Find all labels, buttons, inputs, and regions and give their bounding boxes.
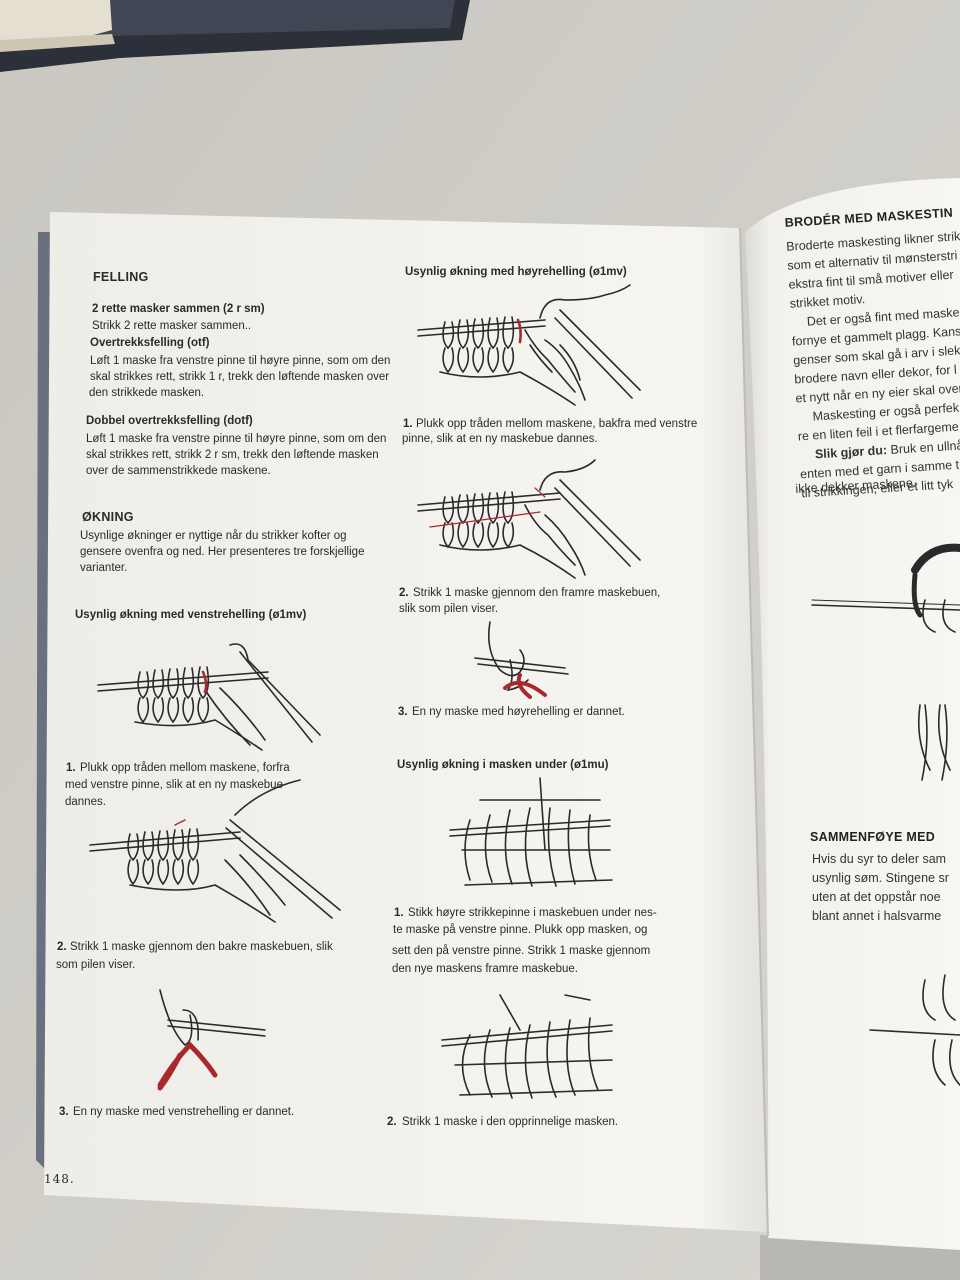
felling-item2-line2: skal strikkes rett, strikk 1 r, trekk de…	[90, 371, 390, 383]
felling-item3-line3: over de sammenstrikkede maskene.	[86, 465, 271, 477]
venstre-step2-line2: som pilen viser.	[56, 959, 136, 971]
hoyre-step1-line1: Plukk opp tråden mellom maskene, bakfra …	[416, 418, 698, 430]
knitting-diagram-under-1	[449, 777, 613, 887]
right-page-section2: SAMMENFØYE MED Hvis du syr to deler sam …	[810, 828, 960, 928]
under-step1-number: 1.	[394, 907, 404, 919]
knitting-diagram-venstre-1	[97, 643, 321, 751]
right-slik-label: Slik gjør du:	[814, 443, 888, 462]
section2-heading: SAMMENFØYE MED	[810, 830, 936, 844]
knitting-diagram-hoyre-2	[417, 459, 641, 579]
hoyre-step1-number: 1.	[403, 418, 413, 430]
section2-line-4: blant annet i halsvarme	[812, 909, 942, 923]
venstre-step1-number: 1.	[66, 762, 76, 774]
section2-line-2: usynlig søm. Stingene sr	[812, 871, 949, 885]
felling-heading: FELLING	[93, 270, 149, 284]
knitting-diagram-venstre-2	[89, 779, 341, 923]
felling-item1-title: 2 rette masker sammen (2 r sm)	[92, 303, 265, 315]
under-step1-line2: te maske på venstre pinne. Plukk opp mas…	[393, 924, 648, 936]
right-page	[745, 178, 960, 1250]
hoyre-step1-line2: pinne, slik at en ny maskebue dannes.	[402, 433, 598, 445]
knitting-diagram-venstre-3	[157, 989, 266, 1091]
felling-item2-line1: Løft 1 maske fra venstre pinne til høyre…	[90, 355, 391, 367]
venstre-step1-line1: Plukk opp tråden mellom maskene, forfra	[80, 762, 290, 774]
hoyre-title: Usynlig økning med høyrehelling (ø1mv)	[405, 266, 627, 278]
hoyre-step3-text: En ny maske med høyrehelling er dannet.	[412, 706, 625, 718]
right-page-intro: BRODÉR MED MASKESTIN Broderte maskesting…	[782, 199, 960, 509]
felling-item2-title: Overtrekksfelling (otf)	[90, 337, 210, 349]
under-step1-line1: Stikk høyre strikkepinne i maskebuen und…	[408, 907, 657, 919]
venstre-step3-number: 3.	[59, 1106, 69, 1118]
under-step1-line4: den nye maskens framre maskebue.	[392, 963, 579, 975]
knitting-diagram-hoyre-1	[417, 284, 641, 406]
felling-item2-line3: den strikkede masken.	[89, 387, 205, 399]
venstre-step1-line2: med venstre pinne, slik at en ny maskebu…	[65, 779, 283, 791]
venstre-step1-line3: dannes.	[65, 796, 106, 808]
hoyre-step2-number: 2.	[399, 587, 409, 599]
venstre-title: Usynlig økning med venstrehelling (ø1mv)	[75, 609, 307, 621]
okning-heading: ØKNING	[82, 510, 134, 524]
hoyre-step2-line2: slik som pilen viser.	[399, 603, 499, 615]
under-title: Usynlig økning i masken under (ø1mu)	[397, 759, 609, 771]
venstre-step2-line1: Strikk 1 maske gjennom den bakre maskebu…	[70, 941, 333, 953]
knitting-diagram-right-2	[869, 974, 960, 1086]
page-number: 148.	[44, 1172, 75, 1186]
venstre-step2-number: 2.	[57, 941, 67, 953]
knitting-diagram-right-1	[811, 543, 960, 781]
venstre-step3-text: En ny maske med venstrehelling er dannet…	[73, 1106, 295, 1118]
felling-item3-line2: skal strikkes rett, strikk 2 r sm, trekk…	[86, 449, 379, 461]
section2-line-1: Hvis du syr to deler sam	[812, 852, 947, 866]
section2-line-3: uten at det oppstår noe	[812, 890, 941, 904]
knitting-diagram-hoyre-3	[474, 621, 569, 699]
okning-line1: Usynlige økninger er nyttige når du stri…	[80, 530, 347, 542]
hoyre-step2-line1: Strikk 1 maske gjennom den framre maskeb…	[413, 587, 661, 599]
knitting-diagram-under-2	[441, 994, 613, 1099]
okning-line3: varianter.	[80, 562, 128, 574]
felling-item3-title: Dobbel overtrekksfelling (dotf)	[86, 415, 253, 427]
stacked-books	[0, 0, 470, 72]
hoyre-step3-number: 3.	[398, 706, 408, 718]
right-page-heading: BRODÉR MED MASKESTIN	[784, 205, 954, 230]
under-step2-text: Strikk 1 maske i den opprinnelige masken…	[402, 1116, 619, 1128]
felling-item3-line1: Løft 1 maske fra venstre pinne til høyre…	[86, 433, 387, 445]
under-step1-line3: sett den på venstre pinne. Strikk 1 mask…	[392, 945, 651, 957]
felling-item1-text: Strikk 2 rette masker sammen..	[92, 320, 252, 332]
left-page	[44, 212, 768, 1232]
under-step2-number: 2.	[387, 1116, 397, 1128]
okning-line2: gensere ovenfra og ned. Her presenteres …	[80, 546, 365, 558]
right-slik-rest: Bruk en ullnå	[886, 438, 960, 458]
